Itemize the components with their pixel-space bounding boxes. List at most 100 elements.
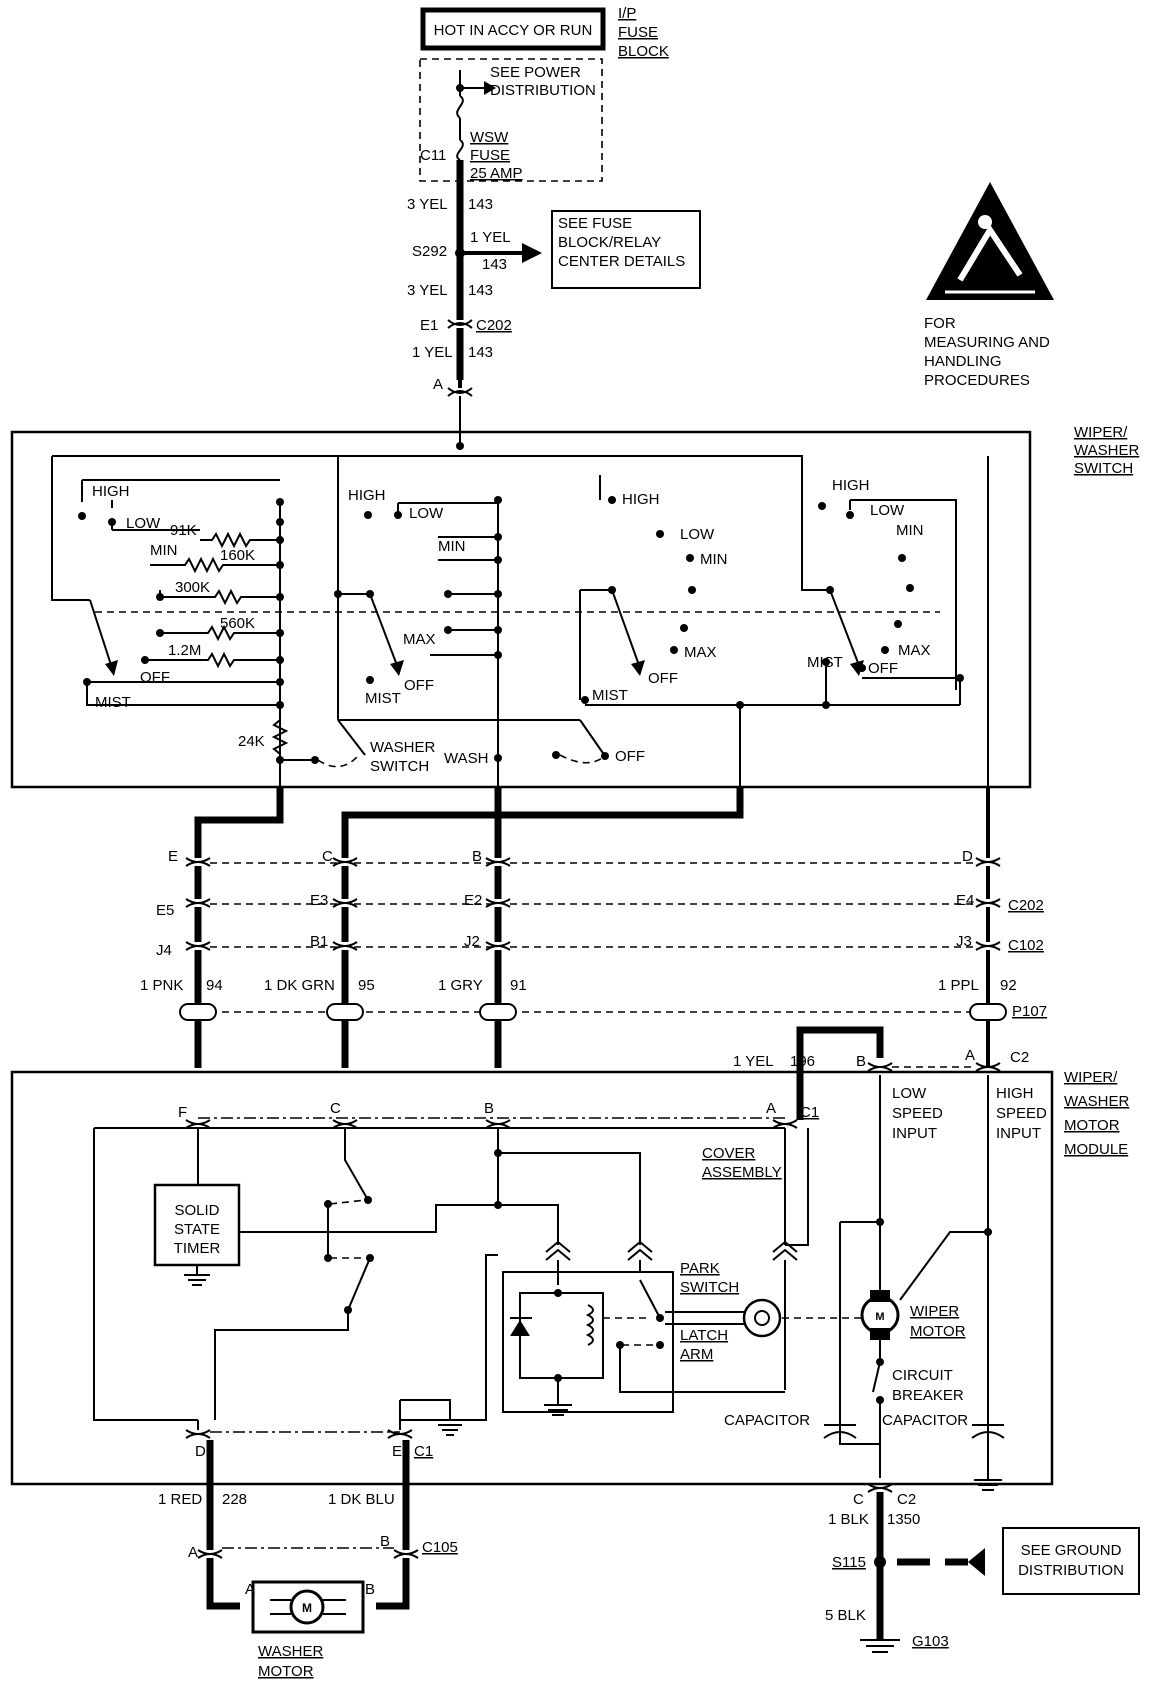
washer-motor-1: WASHER [258, 1643, 323, 1660]
wire-95-circuit: 95 [358, 977, 375, 994]
washer-switch-2: SWITCH [370, 758, 429, 775]
c105-connectors [197, 1549, 419, 1559]
sec2-max: MAX [403, 631, 436, 648]
sec3-wiper-arm [580, 589, 641, 669]
sec1-r1: 91K [170, 522, 197, 539]
fuse-name-3: 25 AMP [470, 165, 523, 182]
washer-motor-box [251, 1580, 365, 1634]
c1-pin-b: B [484, 1100, 494, 1117]
wire-94-circuit: 94 [206, 977, 223, 994]
sec3-min: MIN [700, 551, 728, 568]
esd-note-1: FOR [924, 315, 956, 332]
see-power-text-1: SEE POWER [490, 64, 581, 81]
timer-1: SOLID [174, 1202, 219, 1219]
latch-2: ARM [680, 1346, 713, 1363]
see-ground-box [1002, 1527, 1140, 1595]
c2-pin-b: B [856, 1053, 866, 1070]
see-fuse-line-2: BLOCK/RELAY [558, 234, 661, 251]
sec4-max: MAX [898, 642, 931, 659]
w1-circuit: 143 [468, 196, 493, 213]
w3-color: 1 YEL [412, 344, 453, 361]
cover-1: COVER [702, 1145, 756, 1162]
low-speed-1: LOW [892, 1085, 927, 1102]
relay-switch-1 [344, 1128, 369, 1201]
module-ground-icon [400, 1399, 462, 1436]
park-switch-box [502, 1271, 674, 1413]
wiper-motor-symbol: M [875, 1311, 884, 1323]
pin-j2: J2 [464, 933, 480, 950]
c105-pin-b: B [380, 1533, 390, 1550]
pin-j4: J4 [156, 942, 172, 959]
conn-c102: C102 [1008, 937, 1044, 954]
resistor-560k [160, 624, 280, 642]
c202-pin: E1 [420, 317, 438, 334]
sec1-off: OFF [140, 669, 170, 686]
sec3-max: MAX [684, 644, 717, 661]
fuse-element [456, 139, 464, 161]
esd-note-4: PROCEDURES [924, 372, 1030, 389]
sec3-high: HIGH [622, 491, 660, 508]
high-speed-3: INPUT [996, 1125, 1041, 1142]
wiper-switch-title: WIPER/ WASHER SWITCH [1074, 424, 1139, 477]
sec1-r4: 560K [220, 615, 255, 632]
sec4-off: OFF [868, 660, 898, 677]
harness-connectors [179, 857, 1007, 1021]
c105-pin-a: A [188, 1544, 198, 1561]
low-speed-3: INPUT [892, 1125, 937, 1142]
esd-note-3: HANDLING [924, 353, 1002, 370]
blu-wire-color: 1 DK BLU [328, 1491, 395, 1508]
pin-j3: J3 [956, 933, 972, 950]
c1-name: C1 [800, 1104, 819, 1121]
branch-color: 1 YEL [470, 229, 511, 246]
gnd-c2-connector [867, 1483, 893, 1493]
fuse-name-2: FUSE [470, 147, 510, 164]
c202-name: C202 [476, 317, 512, 334]
wiper-motor-2: MOTOR [910, 1323, 966, 1340]
wire-94 [194, 787, 284, 1068]
capacitor-left-icon [823, 1424, 857, 1439]
hot-in-accy-box [420, 7, 606, 51]
module-conn-c1: C1 [414, 1443, 433, 1460]
sec1-ladder-dots [276, 498, 284, 709]
c1-pin-f: F [178, 1104, 187, 1121]
switch-pin-a-connector [447, 387, 473, 394]
wash-switch-link [559, 754, 606, 764]
pin-b: B [472, 848, 482, 865]
sec3-wash: WASH [444, 750, 488, 767]
sec1-wiper-arm [89, 599, 113, 669]
w2-color: 3 YEL [407, 282, 448, 299]
sec4-mist: MIST [807, 654, 843, 671]
svg-text:MOTOR: MOTOR [1064, 1117, 1120, 1134]
svg-text:WASHER: WASHER [1064, 1093, 1129, 1110]
sec2-bus-dots [494, 496, 502, 659]
circuit-breaker-icon [872, 1361, 881, 1393]
sec2-off: OFF [404, 677, 434, 694]
sec2-mist: MIST [365, 690, 401, 707]
wire-95-color: 1 DK GRN [264, 977, 335, 994]
washer-switch-1: WASHER [370, 739, 435, 756]
splice-s115 [874, 1556, 886, 1568]
sec1-min: MIN [150, 542, 178, 559]
c1-pin-a: A [766, 1100, 776, 1117]
blk1-circuit: 1350 [887, 1511, 920, 1528]
blk2-color: 5 BLK [825, 1607, 866, 1624]
breaker-2: BREAKER [892, 1387, 964, 1404]
pin-b1: B1 [310, 933, 328, 950]
park-1: PARK [680, 1260, 720, 1277]
fuse-cavity: C11 [420, 147, 446, 164]
motor-module-outline [10, 1070, 1054, 1486]
wire-92-circuit: 92 [1000, 977, 1017, 994]
svg-text:WIPER/: WIPER/ [1064, 1069, 1118, 1086]
see-ground-1: SEE GROUND [1021, 1542, 1122, 1559]
gnd-pin-c: C [853, 1491, 864, 1508]
breaker-1: CIRCUIT [892, 1367, 953, 1384]
red-wire-circuit: 228 [222, 1491, 247, 1508]
pin-d: D [962, 848, 973, 865]
svg-text:WASHER: WASHER [1074, 442, 1139, 459]
module-pin-d: D [195, 1443, 206, 1460]
w3-circuit: 143 [468, 344, 493, 361]
see-ground-2: DISTRIBUTION [1018, 1562, 1124, 1579]
sec1-mist: MIST [95, 694, 131, 711]
module-left-rail [93, 1128, 198, 1421]
